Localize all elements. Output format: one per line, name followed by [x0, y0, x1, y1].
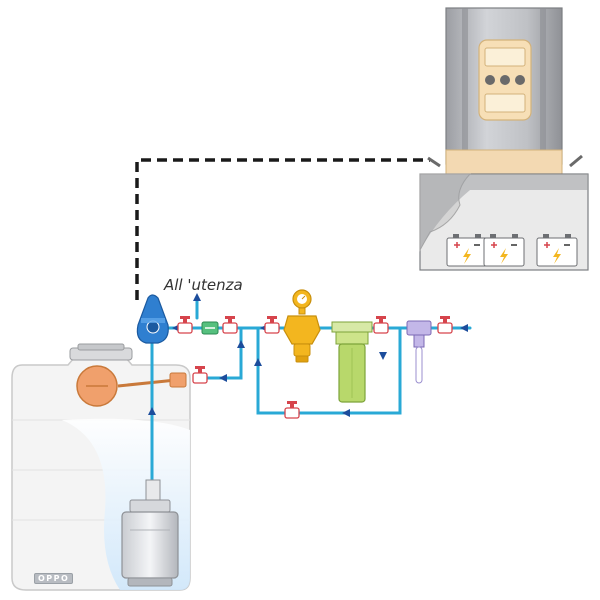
battery-icon — [483, 234, 525, 267]
batteries — [446, 234, 578, 267]
tank-brand-logo: OPPO — [34, 573, 74, 584]
float-switch — [76, 365, 187, 407]
ball-valve-icon — [264, 316, 280, 334]
battery-icon — [446, 234, 488, 267]
ball-valve-icon — [177, 316, 193, 334]
arrow-left-icon — [460, 324, 468, 332]
control-knob-icon — [500, 75, 510, 85]
arrow-up-icon — [254, 358, 262, 366]
ball-valve-icon — [192, 366, 208, 384]
tank-cap — [69, 343, 133, 361]
ball-valve-icon — [373, 316, 389, 334]
ball-valves — [177, 316, 453, 419]
arrow-left-icon — [219, 374, 227, 382]
ball-valve-icon — [437, 316, 453, 334]
arrow-left-icon — [342, 409, 350, 417]
control-knob-icon — [485, 75, 495, 85]
arrow-up-icon — [148, 407, 156, 415]
control-panel — [478, 39, 532, 121]
lightning-bolt-icon — [463, 248, 471, 264]
boiler-unit — [427, 7, 583, 175]
arrow-down-icon — [379, 352, 387, 360]
display-screen — [484, 47, 526, 67]
outlet-label: All 'utenza — [164, 276, 243, 294]
flow-arrows — [148, 293, 468, 417]
arrow-up-icon — [237, 340, 245, 348]
ball-valve-icon — [222, 316, 238, 334]
check-valve — [406, 320, 432, 384]
control-knob-icon — [515, 75, 525, 85]
water-filter — [331, 321, 373, 403]
submersible-pump — [121, 479, 179, 587]
pressure-reducer — [283, 289, 321, 363]
battery-icon — [536, 234, 578, 267]
lightning-bolt-icon — [553, 248, 561, 264]
arrow-up-icon — [193, 293, 201, 301]
lightning-bolt-icon — [500, 248, 508, 264]
flow-sensor — [201, 321, 219, 335]
ball-valve-icon — [284, 401, 300, 419]
pump-controller — [136, 294, 169, 344]
